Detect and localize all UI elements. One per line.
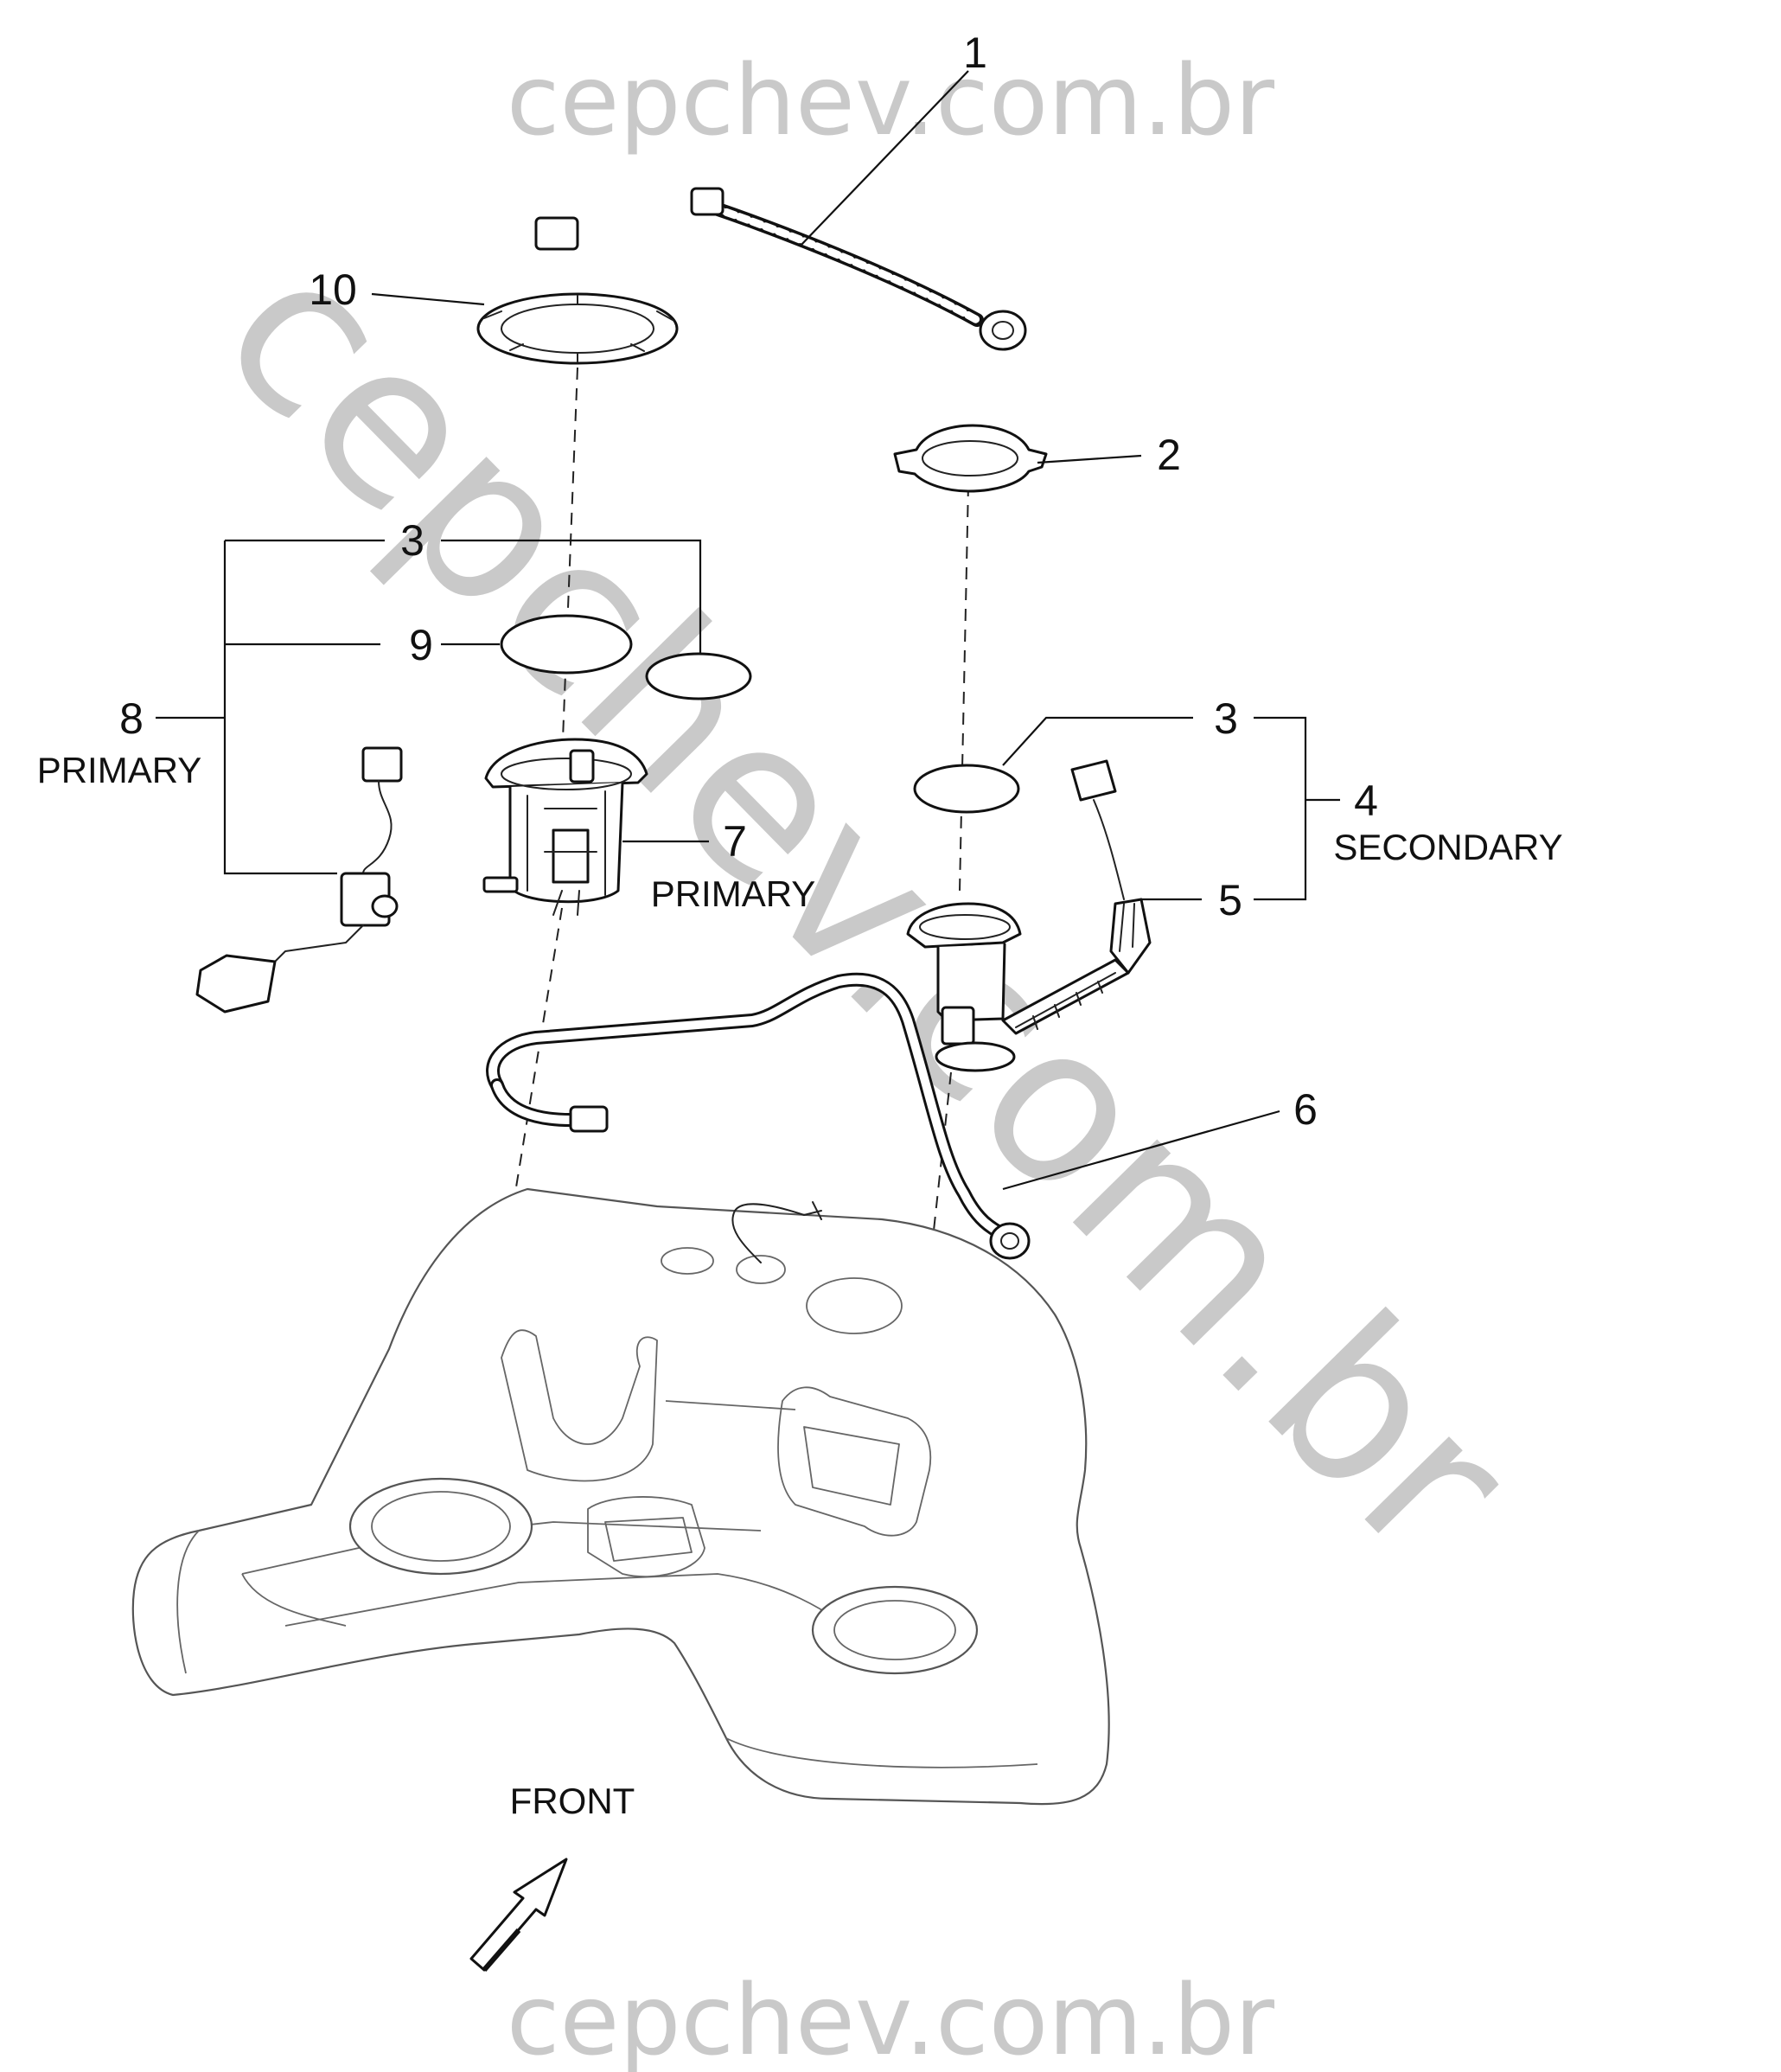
caption-primary-pump: PRIMARY	[651, 873, 816, 914]
part-seal-primary-3	[645, 652, 752, 700]
part-fuel-pump-module-secondary	[906, 759, 1152, 1072]
part-fuel-pipe	[486, 972, 1031, 1260]
leader-lines	[156, 70, 1340, 1191]
caption-primary-sender: PRIMARY	[37, 750, 202, 790]
callout-labels: 1 10 2 3 9 8 7 3 4 5 6	[119, 29, 1378, 1134]
part-lock-ring-primary	[476, 292, 679, 365]
part-fuel-pump-module-primary	[482, 738, 648, 916]
part-lock-ring-secondary	[893, 424, 1048, 493]
callout-8: 8	[119, 694, 144, 743]
part-wiring-harness	[534, 173, 1027, 351]
callout-2: 2	[1157, 431, 1181, 479]
callout-7: 7	[723, 817, 747, 866]
front-direction-arrow-icon	[469, 1858, 568, 1972]
callout-10: 10	[309, 265, 357, 314]
caption-front: FRONT	[510, 1781, 635, 1821]
part-seal-secondary-3	[913, 764, 1020, 814]
callout-3-right: 3	[1214, 694, 1238, 743]
callout-5: 5	[1218, 876, 1242, 924]
caption-secondary: SECONDARY	[1333, 827, 1562, 867]
watermark-bottom: cepchev.com.br	[507, 1965, 1275, 2072]
watermark-top: cepchev.com.br	[507, 45, 1275, 157]
part-fuel-level-sender-primary	[195, 746, 403, 1014]
callout-3-left: 3	[400, 516, 425, 565]
callout-6: 6	[1293, 1085, 1318, 1134]
callout-1: 1	[963, 29, 987, 77]
fuel-tank	[131, 1187, 1110, 1806]
caption-labels: PRIMARY PRIMARY SECONDARY FRONT	[37, 750, 1563, 1821]
part-seal-primary-9	[500, 614, 633, 675]
callout-4: 4	[1354, 777, 1378, 825]
callout-9: 9	[409, 621, 433, 669]
